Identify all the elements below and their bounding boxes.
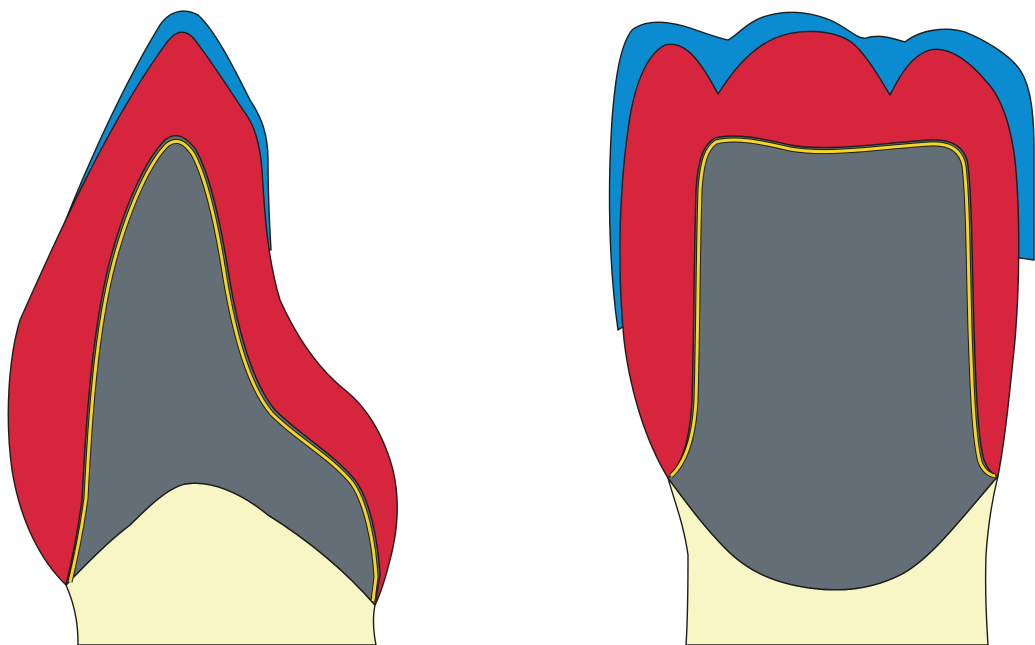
section-view (8, 11, 397, 645)
front-view (610, 12, 1034, 645)
coping-shape (668, 136, 998, 590)
